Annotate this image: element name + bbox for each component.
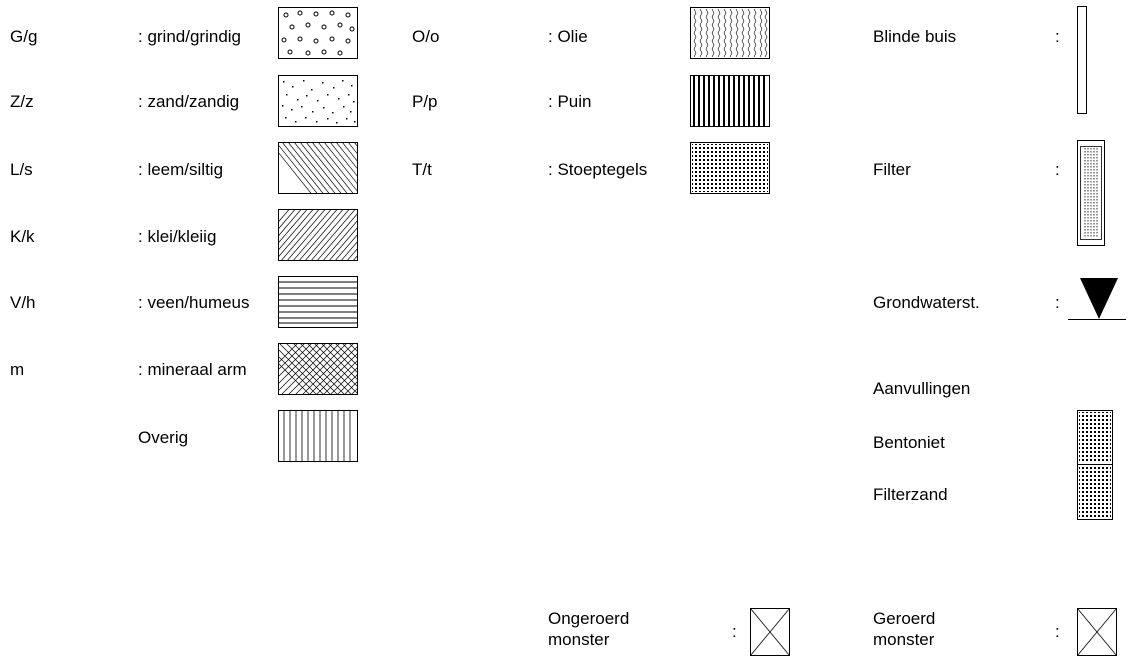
label-mineral: : mineraal arm (138, 360, 247, 379)
label-debris: : Puin (548, 92, 592, 111)
label-gravel: : grind/grindig (138, 27, 242, 46)
code-tiles: T/t (412, 160, 432, 179)
code-clay: K/k (10, 227, 35, 246)
label-undisturbed-line1: Ongeroerd (548, 609, 630, 628)
gravel-pattern-swatch (278, 7, 358, 59)
loam-pattern-swatch (278, 142, 358, 194)
label-overig: Overig (138, 428, 189, 447)
label-tiles: : Stoeptegels (548, 160, 648, 179)
colon-disturbed: : (1055, 622, 1060, 641)
groundwater-level-icon (1068, 277, 1126, 321)
colon-groundwater: : (1055, 293, 1060, 312)
label-groundwater: Grondwaterst. (873, 293, 980, 312)
label-disturbed-line1: Geroerd (873, 609, 936, 628)
label-filter-sand: Filterzand (873, 485, 948, 504)
code-peat: V/h (10, 293, 36, 312)
code-loam: L/s (10, 160, 33, 179)
colon-blind-pipe: : (1055, 27, 1060, 46)
label-undisturbed-line2: monster (548, 630, 610, 649)
label-peat: : veen/humeus (138, 293, 250, 312)
label-oil: : Olie (548, 27, 588, 46)
label-backfill: Aanvullingen (873, 379, 971, 398)
colon-filter: : (1055, 160, 1060, 179)
code-mineral: m (10, 360, 25, 379)
colon-undisturbed: : (732, 622, 737, 641)
code-sand: Z/z (10, 92, 34, 111)
undisturbed-sample-icon (750, 608, 790, 656)
code-gravel: G/g (10, 27, 38, 46)
debris-pattern-swatch (690, 75, 770, 127)
label-clay: : klei/kleiig (138, 227, 217, 246)
label-disturbed-line2: monster (873, 630, 935, 649)
backfill-column-icon (1077, 410, 1113, 520)
label-filter: Filter (873, 160, 911, 179)
sand-pattern-swatch (278, 75, 358, 127)
tiles-pattern-swatch (690, 142, 770, 194)
label-blind-pipe: Blinde buis (873, 27, 957, 46)
blind-pipe-icon (1077, 6, 1087, 114)
oil-pattern-swatch (690, 7, 770, 59)
crosshatch-pattern-swatch (278, 343, 358, 395)
filter-icon (1077, 140, 1105, 246)
peat-pattern-swatch (278, 276, 358, 328)
label-loam: : leem/siltig (138, 160, 224, 179)
vertical-lines-pattern-swatch (278, 410, 358, 462)
clay-pattern-swatch (278, 209, 358, 261)
label-sand: : zand/zandig (138, 92, 240, 111)
disturbed-sample-icon (1077, 608, 1117, 656)
label-bentonite: Bentoniet (873, 433, 945, 452)
code-debris: P/p (412, 92, 438, 111)
code-oil: O/o (412, 27, 440, 46)
